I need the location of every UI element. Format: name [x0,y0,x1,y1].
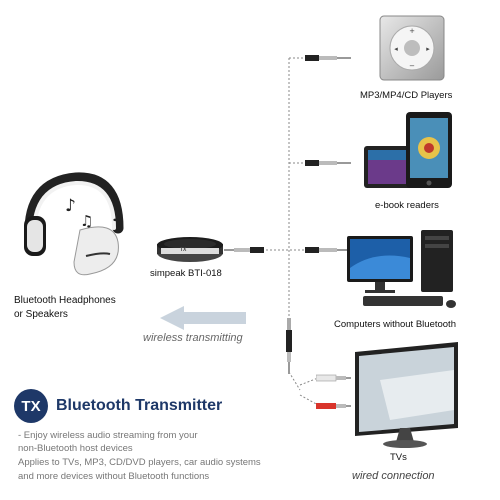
label-computers: Computers without Bluetooth [334,319,456,330]
svg-text:+: + [409,27,415,35]
headphones-icon [24,172,124,276]
svg-text:▸: ▸ [426,45,430,53]
note-line-3: Applies to TVs, MP3, CD/DVD players, car… [18,457,261,468]
label-mp3: MP3/MP4/CD Players [360,90,453,101]
svg-text:◂: ◂ [394,45,398,53]
tv-icon [355,342,458,448]
audio-jack-vertical [286,318,292,374]
device-mark: TX [180,247,187,253]
music-notes-icon-3: ♪ [112,206,123,225]
audio-jack-mp3 [305,55,351,61]
music-notes-icon-2: ♫ [80,212,94,230]
rca-plug-red [316,403,351,409]
music-notes-icon: ♪ [65,196,76,216]
label-ebook: e-book readers [375,200,439,211]
tx-badge: TX [14,389,48,423]
label-device: simpeak BTI-018 [150,268,222,279]
label-wireless: wireless transmitting [143,332,243,344]
svg-text:−: − [409,62,415,70]
rca-plug-white [316,374,351,382]
audio-jack-computer [305,247,351,253]
note-line-4: and more devices without Bluetooth funct… [18,471,210,482]
mp3-player-icon: + − ◂ ▸ [379,15,445,81]
page-title: Bluetooth Transmitter [56,397,223,414]
label-tvs: TVs [390,452,407,463]
label-headphones-line1: Bluetooth Headphones [14,295,116,306]
wireless-arrow-icon [160,306,246,330]
note-line-2: non-Bluetooth host devices [18,443,133,454]
audio-jack-ebook [305,160,351,166]
label-wired: wired connection [352,470,435,482]
computer-icon [347,230,456,308]
audio-jack-device [224,247,264,253]
transmitter-device-icon [157,237,223,262]
label-headphones-line2: or Speakers [14,309,68,320]
note-line-1: - Enjoy wireless audio streaming from yo… [18,430,198,441]
ebook-reader-icon [364,112,452,188]
